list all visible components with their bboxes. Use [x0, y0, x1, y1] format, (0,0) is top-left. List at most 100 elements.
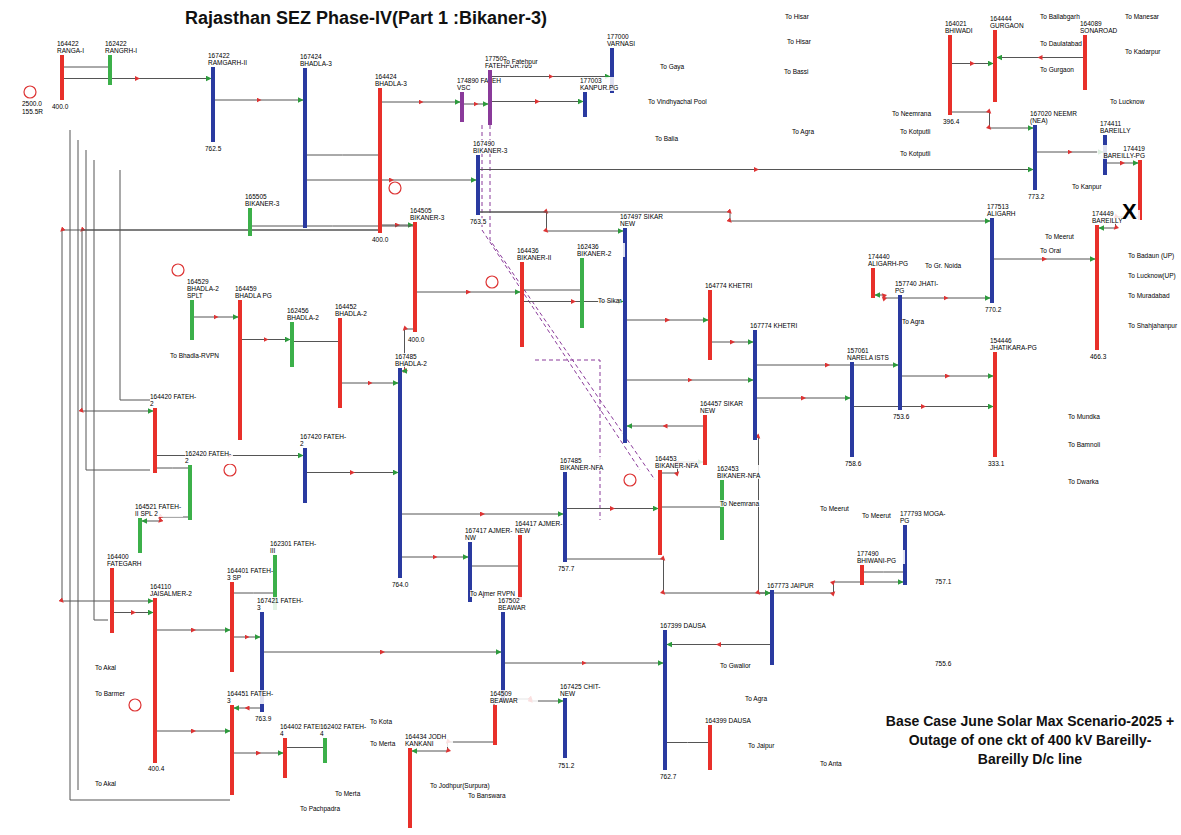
bus-name: 167424 BHADLA-3 [300, 53, 348, 67]
transmission-line [157, 731, 230, 732]
bus-name: 167417 AJMER-NW [465, 527, 513, 541]
transmission-line [1107, 163, 1138, 164]
transmission-line [662, 507, 720, 508]
generator-symbol [129, 699, 141, 711]
bus-bar: 167399 DAUSA [663, 630, 667, 770]
transmission-line [157, 630, 230, 631]
flow-value: X [1122, 200, 1137, 224]
bus-bar: 177500 FATEHPUR.765 [488, 70, 492, 125]
flow-value: 762.5 [205, 145, 221, 152]
transmission-line [667, 644, 770, 645]
bus-name: 154446 JHATIKARA-PG [990, 337, 1038, 351]
bus-bar: 157740 JHATI-PG [898, 295, 902, 410]
transmission-line [234, 753, 283, 754]
bus-name: 177003 KANPUR.PG [580, 77, 628, 91]
bus-bar: 167020 NEEMR (NEA) [1033, 125, 1037, 190]
bus-bar: 164434 JODH KANKANI [408, 748, 412, 828]
bus-name: 174440 ALIGARH-PG [868, 253, 916, 267]
flow-value: 751.2 [558, 762, 574, 769]
transmission-line [472, 566, 518, 567]
bus-bar: 167425 CHIT-NEW [563, 698, 567, 758]
destination-label: To Meerut [820, 505, 849, 512]
destination-label: To Bamnoli [1068, 441, 1100, 448]
transmission-line [627, 320, 708, 321]
destination-label: To Gwalior [720, 662, 751, 669]
bus-name: 157061 NARELA ISTS [847, 347, 895, 361]
hvdc-line [482, 125, 640, 470]
bus-name: 164089 SONAROAD [1080, 20, 1128, 34]
transmission-line [864, 572, 903, 573]
transmission-line [757, 437, 770, 593]
destination-label: To Orai [1040, 247, 1061, 254]
bus-bar: 162456 BHADLA-2 [290, 322, 294, 367]
bus-bar: 164451 FATEH-3 [230, 705, 234, 795]
destination-label: To Dwarka [1068, 478, 1099, 485]
transmission-line [952, 63, 993, 64]
bus-bar: 162420 FATEH-2 [188, 465, 192, 520]
flow-value: 155.5R [22, 108, 43, 115]
bus-bar: 164089 SONAROAD [1083, 35, 1087, 90]
bus-bar: 164444 GURGAON [993, 30, 997, 102]
bus-bar: 164401 FATEH-3 SP [230, 582, 234, 672]
bus-name: 167774 KHETRI [750, 322, 798, 329]
bus-name: 164417 AJMER-NEW [515, 520, 563, 534]
flow-value: 333.1 [988, 460, 1004, 467]
generator-symbol [24, 86, 36, 98]
bus-bar: 164422 RANGA-I [60, 55, 64, 100]
flow-value: 757.1 [935, 578, 951, 585]
destination-label: To Bassi [784, 68, 809, 75]
bus-name: 164021 BHIWADI [945, 20, 993, 34]
transmission-line [382, 225, 413, 226]
bus-name: 164401 FATEH-3 SP [227, 567, 275, 581]
transmission-line [902, 298, 990, 299]
destination-label: To Kota [370, 718, 392, 725]
generator-symbol [624, 474, 636, 486]
bus-bar: 164505 BIKANER-3 [413, 222, 417, 332]
destination-label: To Lucknow(UP) [1128, 272, 1176, 279]
bus-bar: 164110 JAISALMER-2 [153, 598, 157, 763]
bus-name: 164436 BIKANER-II [517, 247, 565, 261]
destination-label: To Neemrana [892, 110, 931, 117]
transmission-line [307, 472, 398, 473]
transmission-line [902, 376, 993, 377]
bus-bar: 174890 FATEH VSC [460, 92, 464, 122]
destination-label: To Neemrana [720, 500, 759, 507]
destination-label: To Balia [655, 135, 678, 142]
bus-name: 164400 FATEGARH [107, 553, 155, 567]
bus-bar: 167420 FATEH-2 [303, 448, 307, 503]
transmission-line [994, 259, 1095, 260]
destination-label: To Jaipur [748, 742, 774, 749]
destination-label: To Banswara [468, 792, 506, 799]
feeder-line [86, 150, 150, 470]
transmission-line [64, 67, 108, 68]
bus-bar: 167485 BIKANER-NFA [563, 472, 567, 562]
bus-bar: 167773 JAIPUR [770, 590, 774, 665]
hvdc-line [535, 360, 600, 520]
generator-symbol [172, 264, 184, 276]
diagram-title: Rajasthan SEZ Phase-IV(Part 1 :Bikaner-3… [185, 8, 547, 29]
destination-label: To Agra [902, 318, 924, 325]
bus-name: 164444 GURGAON [990, 15, 1038, 29]
transmission-line [307, 155, 378, 156]
flow-value: 753.6 [893, 413, 909, 420]
transmission-line [417, 292, 520, 293]
destination-label: To Ajmer RVPN [470, 590, 515, 597]
transmission-line [505, 663, 663, 664]
bus-bar: 154446 JHATIKARA-PG [993, 352, 997, 457]
destination-label: To Badaun (UP) [1128, 252, 1174, 259]
bus-name: 164422 RANGA-I [57, 40, 105, 54]
destination-label: To Kotputli [900, 128, 930, 135]
bus-name: 167485 BIKANER-NFA [560, 457, 608, 471]
bus-bar: 164399 DAUSA [708, 725, 712, 770]
bus-bar: 164457 SIKAR NEW [703, 415, 707, 465]
destination-label: To Sikar [598, 297, 621, 304]
hvdc-line [490, 125, 655, 480]
flow-value: 758.6 [845, 460, 861, 467]
flow-value: 400.0 [52, 103, 68, 110]
destination-label: To Muradabad [1128, 292, 1170, 299]
transmission-line [382, 102, 460, 103]
bus-name: 167420 FATEH-2 [300, 433, 348, 447]
destination-label: To Agra [745, 695, 767, 702]
transmission-line [480, 212, 623, 231]
